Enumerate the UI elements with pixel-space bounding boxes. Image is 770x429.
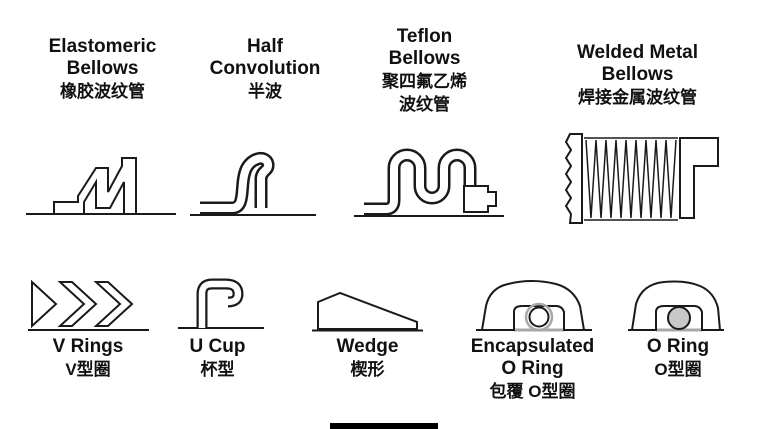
label-line: 波纹管 [399, 95, 450, 114]
label-half-convolution: Half Convolution 半波 [190, 36, 340, 103]
label-line: 杯型 [200, 360, 235, 379]
label-v-rings: V Rings V型圈 [28, 336, 148, 381]
label-encapsulated-o-ring: Encapsulated O Ring 包覆 O型圈 [455, 336, 610, 403]
label-line: Wedge [336, 336, 399, 357]
bottom-crop-bar [330, 423, 438, 429]
v-rings-drawing-icon [28, 279, 149, 331]
label-line: U Cup [189, 336, 246, 357]
label-teflon-bellows: Teflon Bellows 聚四氟乙烯 波纹管 [352, 26, 497, 116]
label-welded-metal-bellows: Welded Metal Bellows 焊接金属波纹管 [540, 42, 735, 109]
label-line: 焊接金属波纹管 [578, 88, 697, 107]
label-line: Encapsulated [470, 336, 595, 357]
label-elastomeric-bellows: Elastomeric Bellows 橡胶波纹管 [20, 36, 185, 103]
label-line: 包覆 O型圈 [489, 382, 576, 401]
encapsulated-o-ring-drawing-icon [476, 280, 592, 332]
label-line: Elastomeric [48, 36, 157, 57]
half-convolution-drawing-icon [190, 152, 316, 216]
label-line: Bellows [66, 58, 139, 79]
label-line: Welded Metal [576, 42, 699, 63]
label-line: O型圈 [654, 360, 702, 379]
label-wedge: Wedge 楔形 [310, 336, 425, 381]
label-line: 橡胶波纹管 [60, 82, 145, 101]
label-line: Convolution [209, 58, 321, 79]
label-line: V Rings [52, 336, 124, 357]
o-ring-drawing-icon [628, 280, 724, 332]
welded-metal-bellows-drawing-icon [564, 133, 719, 224]
label-line: Bellows [601, 64, 674, 85]
label-o-ring: O Ring O型圈 [618, 336, 738, 381]
label-line: 楔形 [350, 360, 385, 379]
label-line: 半波 [248, 82, 282, 101]
label-line: O Ring [646, 336, 710, 357]
teflon-bellows-drawing-icon [354, 148, 504, 217]
label-line: Teflon [396, 26, 453, 47]
elastomeric-bellows-drawing-icon [26, 157, 176, 215]
label-line: Half [247, 36, 283, 57]
u-cup-drawing-icon [178, 278, 264, 329]
wedge-drawing-icon [312, 291, 423, 332]
label-line: V型圈 [65, 360, 111, 379]
label-line: 聚四氟乙烯 [382, 72, 467, 91]
label-line: O Ring [501, 358, 564, 379]
label-u-cup: U Cup 杯型 [160, 336, 275, 381]
label-line: Bellows [388, 48, 461, 69]
